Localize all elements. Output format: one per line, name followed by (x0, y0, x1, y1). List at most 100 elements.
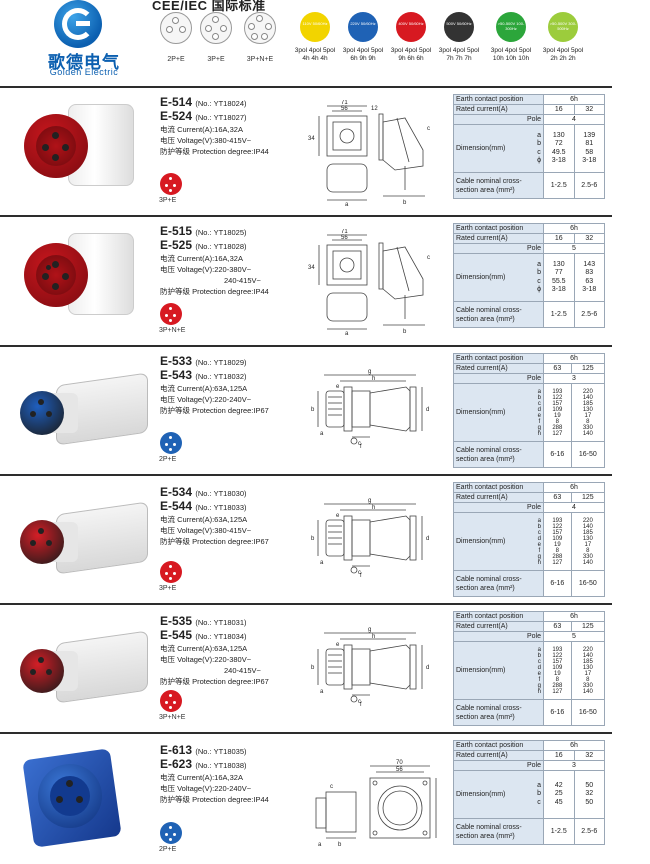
socket-label: 3P+N+E (246, 56, 274, 63)
model-code: (No.: YT18033) (195, 503, 247, 512)
product-specs: E-514 (No.: YT18024)E-524 (No.: YT18027)… (160, 96, 269, 157)
row-divider (0, 345, 612, 347)
rated-value: 16 (543, 750, 575, 761)
dimension-key: f (538, 676, 541, 683)
dimension-key: c (537, 798, 541, 806)
dimension-value: 130 (582, 535, 593, 542)
model-code: (No.: YT18028) (195, 242, 247, 251)
dimension-key: g (537, 553, 541, 560)
dimension-label: Dimension(mm) (456, 538, 506, 545)
dimension-value: 77 (554, 269, 563, 276)
dimension-label: Dimension(mm) (456, 409, 506, 416)
dimension-key: c (537, 529, 541, 536)
voltage-poles: 3pol 4pol 5pol (542, 47, 584, 54)
dimension-value: 140 (582, 394, 593, 401)
socket-2pe-icon (160, 12, 192, 44)
dimension-value: 50 (585, 781, 594, 789)
dimension-value: 130 (552, 131, 565, 139)
model-line-1: E-514 (No.: YT18024) (160, 96, 269, 110)
dimension-key: f (538, 418, 541, 425)
current-spec: 电流 Current(A):16A,32A (160, 254, 243, 263)
industrial-plug-photo (18, 501, 148, 578)
current-spec: 电流 Current(A):16A,32A (160, 125, 243, 134)
row-divider (0, 603, 612, 605)
dimension-value: 17 (584, 670, 592, 677)
dimension-label: e (336, 642, 340, 648)
socket-type-label: 3P+E (159, 585, 177, 592)
cable-value: 16-50 (570, 699, 606, 726)
dimension-label: d (426, 665, 429, 671)
dimension-value: 140 (582, 688, 593, 695)
rated-value: 16 (543, 104, 575, 115)
dimension-label: c (427, 255, 430, 261)
dimension-value: 19 (553, 541, 561, 548)
dimension-key: c (537, 277, 541, 285)
model-number: E-514 (160, 95, 193, 109)
dimension-value: 140 (582, 559, 593, 566)
dimension-value: 220 (582, 517, 593, 524)
voltage-spec: 电压 Voltage(V):220-380V~ (160, 655, 252, 664)
product-specs: E-534 (No.: YT18030)E-544 (No.: YT18033)… (160, 486, 269, 547)
cable-value: 2.5-6 (573, 172, 605, 199)
product-specs: E-533 (No.: YT18029)E-543 (No.: YT18032)… (160, 355, 269, 416)
dimension-key: a (537, 260, 541, 268)
rated-value: 63 (543, 363, 572, 374)
model-number: E-623 (160, 757, 193, 771)
dimension-key: b (537, 790, 541, 798)
socket-color-icon (160, 561, 182, 583)
dimension-value: 127 (552, 688, 563, 695)
product-specs: E-535 (No.: YT18031)E-545 (No.: YT18034)… (160, 615, 269, 687)
product-specs: E-515 (No.: YT18025)E-525 (No.: YT18028)… (160, 225, 269, 297)
dimension-label: b (311, 536, 315, 542)
dimension-label: 12 (371, 106, 378, 112)
socket-color-icon (160, 432, 182, 454)
pole-label: Pole (453, 114, 544, 125)
pole-value: 4 (543, 502, 605, 513)
dimension-value: 330 (582, 424, 593, 431)
current-spec: 电流 Current(A):63A,125A (160, 515, 248, 524)
dimension-label: c (358, 699, 361, 705)
voltage-spec: 电压 Voltage(V):220-240V~ (160, 784, 252, 793)
socket-type-label: 3P+N+E (159, 714, 186, 721)
model-number: E-543 (160, 368, 193, 382)
dimension-value: 25 (554, 790, 563, 798)
socket-type-label: 3P+N+E (159, 327, 186, 334)
dimension-value: 140 (582, 652, 593, 659)
dimension-value: 288 (552, 682, 563, 689)
pole-label: Pole (453, 373, 544, 384)
rated-value: 32 (573, 104, 605, 115)
pole-label: Pole (453, 243, 544, 254)
dimension-key: e (537, 541, 541, 548)
earth-label: Earth contact position (453, 611, 544, 622)
dimension-value: 42 (554, 781, 563, 789)
dimension-value: 109 (552, 406, 563, 413)
model-number: E-525 (160, 238, 193, 252)
dimension-value: 220 (582, 646, 593, 653)
dimension-label: Dimension(mm) (456, 145, 506, 152)
dimension-value: 140 (582, 523, 593, 530)
product-specs: E-613 (No.: YT18035)E-623 (No.: YT18038)… (160, 744, 269, 805)
cable-label: Cable nominal cross-section area (mm²) (453, 699, 544, 726)
dimension-value: 127 (552, 430, 563, 437)
dimension-value: 8 (555, 418, 559, 425)
pole-value: 5 (543, 631, 605, 642)
dimension-value: 8 (555, 676, 559, 683)
rated-label: Rated current(A) (453, 750, 544, 761)
earth-value: 6h (543, 482, 605, 493)
dimension-value: 55.5 (551, 277, 566, 285)
dimension-label: b (403, 329, 407, 335)
model-line-2: E-543 (No.: YT18032) (160, 369, 269, 383)
product-row: 3P+N+E E-535 (No.: YT18031)E-545 (No.: YT… (0, 603, 650, 732)
dimension-value: 185 (582, 529, 593, 536)
cable-label: Cable nominal cross-section area (mm²) (453, 301, 544, 328)
